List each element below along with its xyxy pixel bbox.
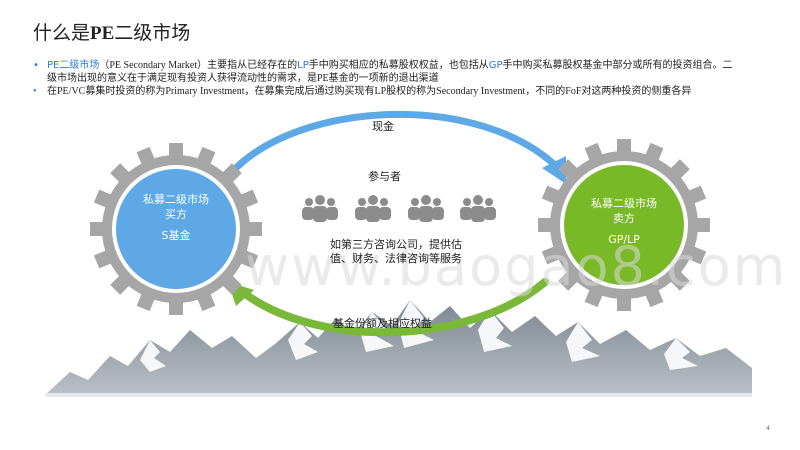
bullet-list: • PE二级市场（PE Secondary Market）主要指从已经存在的LP… — [33, 59, 733, 98]
seller-line2: 卖方 — [613, 212, 635, 225]
cash-arrowhead-icon — [542, 156, 566, 184]
seller-gear-icon — [538, 139, 710, 311]
person-group-icon — [355, 195, 391, 222]
title-suffix: 二级市场 — [114, 22, 191, 44]
cash-flow-arrow — [228, 111, 562, 176]
cash-label: 现金 — [372, 120, 394, 133]
participants-desc-line1: 如第三方咨询公司，提供估 — [330, 238, 462, 251]
person-group-icon — [302, 195, 338, 222]
bullet-gp: GP — [488, 60, 503, 71]
buyer-line1: 私募二级市场 — [143, 193, 209, 206]
buyer-gear-label: 私募二级市场 买方 S基金 — [126, 192, 226, 243]
watermark: www.baogao8.com — [245, 235, 788, 298]
buyer-line2: 买方 — [165, 208, 187, 221]
participants-desc-line2: 值、财务、法律咨询等服务 — [330, 252, 462, 265]
bullet-lp: LP — [297, 60, 309, 71]
person-group-icon — [460, 195, 496, 222]
participants-label: 参与者 — [368, 170, 401, 183]
bullet-text: 在PE/VC募集时投资的称为Primary Investment，在募集完成后通… — [47, 86, 692, 97]
person-group-icon — [408, 195, 444, 222]
seller-line3: GP/LP — [608, 233, 640, 246]
bullet-item-primary-secondary: • 在PE/VC募集时投资的称为Primary Investment，在募集完成… — [33, 85, 733, 98]
bullet-text-part3: 手中购买私募股权基金中部分或所有的投资组合。二级市场出现的意义在于满足现有投资人… — [47, 60, 733, 84]
bullet-text-part2: 手中购买相应的私募股权权益，也包括从 — [308, 60, 489, 71]
page-number: 4 — [766, 425, 770, 432]
page-title: 什么是PE二级市场 — [33, 18, 190, 45]
title-bold: PE — [90, 23, 115, 44]
bullet-item-definition: • PE二级市场（PE Secondary Market）主要指从已经存在的LP… — [33, 59, 733, 85]
bullet-text-part1: （PE Secondary Market）主要指从已经存在的 — [99, 60, 298, 71]
bullet-term: PE二级市场 — [47, 60, 100, 71]
participants-icons — [302, 195, 496, 222]
fund-flow-arrow — [236, 278, 549, 337]
buyer-gear-icon — [90, 143, 262, 315]
mountain-range-image — [45, 300, 752, 397]
bullet-dot-icon: • — [33, 60, 39, 71]
bullet-dot-icon: • — [33, 86, 37, 97]
seller-line1: 私募二级市场 — [591, 197, 657, 210]
title-prefix: 什么是 — [33, 22, 91, 44]
seller-gear-label: 私募二级市场 卖方 GP/LP — [574, 196, 674, 247]
buyer-line3: S基金 — [161, 229, 191, 242]
fund-share-label: 基金份额及相应权益 — [333, 317, 432, 330]
